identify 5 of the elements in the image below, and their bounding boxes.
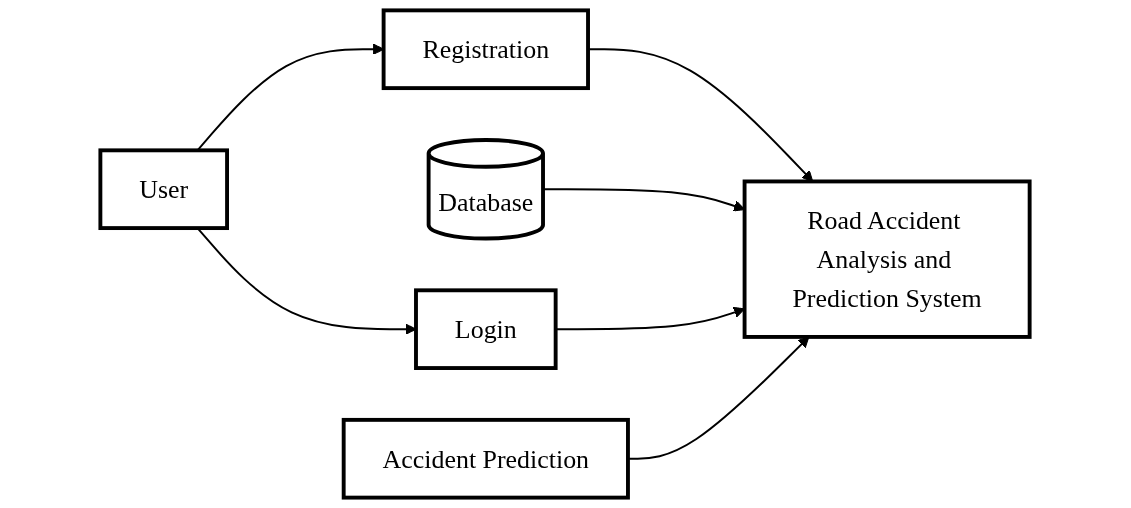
- node-box: Registration: [382, 8, 591, 91]
- node-box: Accident Prediction: [342, 417, 631, 500]
- node-box: Login: [414, 288, 559, 370]
- node-box: User: [98, 148, 230, 231]
- node-box: Road Accident Analysis and Prediction System: [743, 179, 1033, 339]
